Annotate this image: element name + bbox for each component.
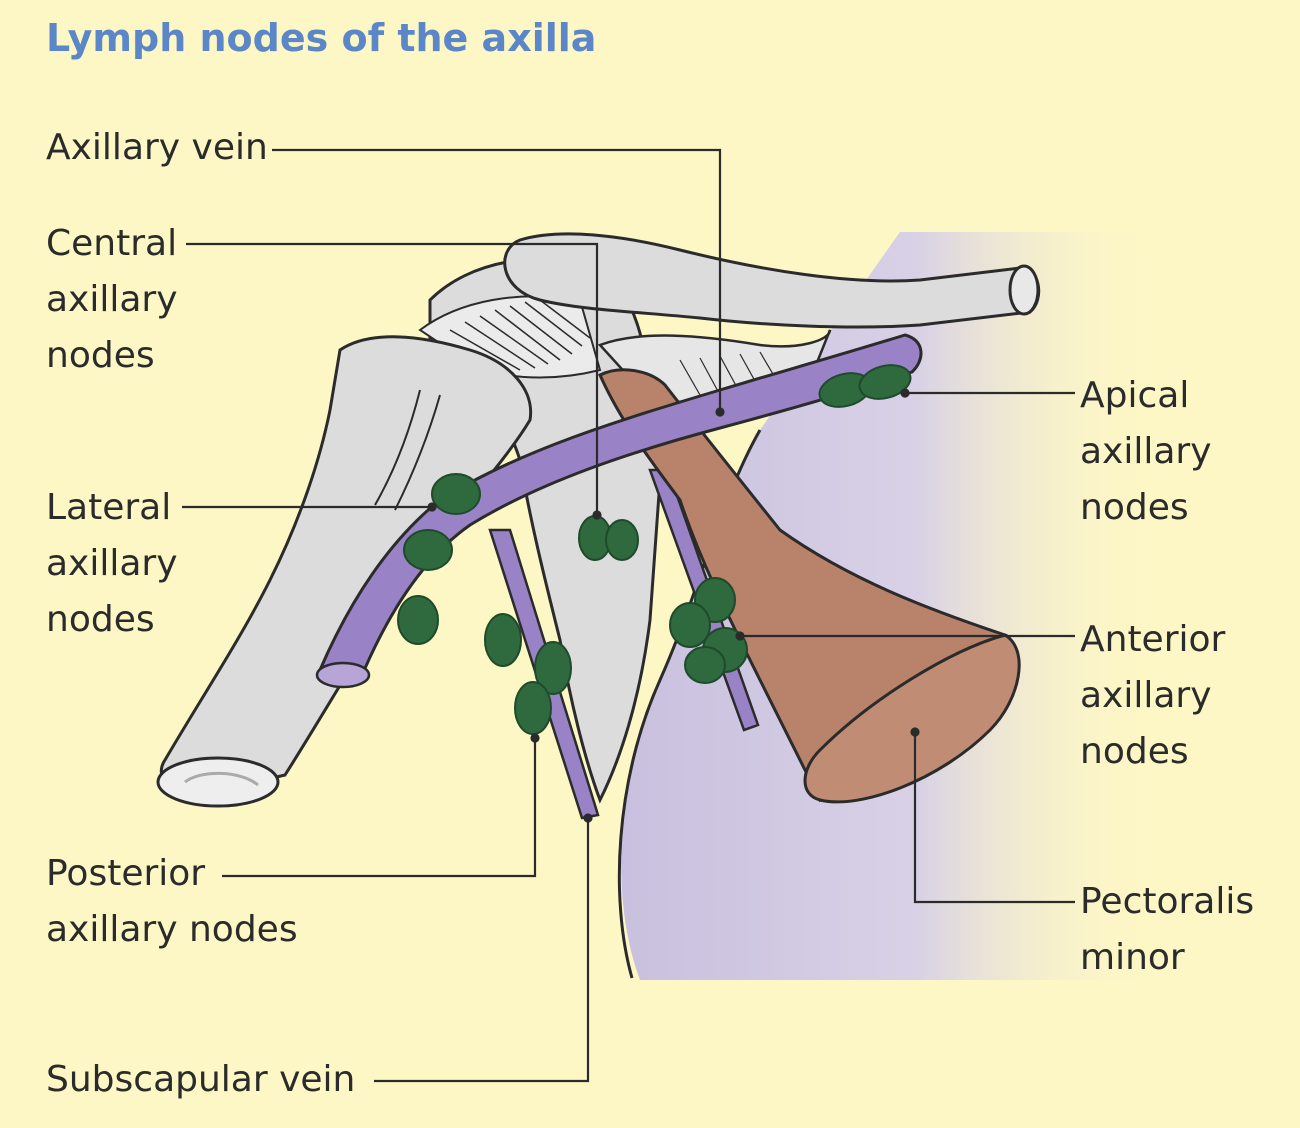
label-lateral-axillary-nodes: Lateral axillary nodes xyxy=(46,487,178,640)
leader-subscapular-vein xyxy=(374,818,590,1083)
humerus-shading xyxy=(374,389,441,511)
diagram-title: Lymph nodes of the axilla xyxy=(46,16,597,60)
leader-central-nodes xyxy=(186,242,599,515)
humerus-marrow xyxy=(184,771,259,787)
lymph-nodes xyxy=(397,364,912,735)
label-central-axillary-nodes: Central axillary nodes xyxy=(46,223,178,376)
node-posterior xyxy=(534,641,572,695)
humerus-cut-end xyxy=(156,756,280,808)
node-lateral xyxy=(431,473,481,515)
label-pectoralis-minor: Pectoralis minor xyxy=(1080,881,1255,978)
clavicle xyxy=(503,232,1041,329)
node-anterior xyxy=(669,602,711,648)
node-anterior xyxy=(684,646,726,684)
node-posterior xyxy=(484,613,522,667)
clavicle-end xyxy=(1008,264,1040,316)
humerus xyxy=(159,335,533,802)
node-central xyxy=(605,519,639,561)
pectoralis-cut-face xyxy=(803,633,1021,804)
label-axillary-vein: Axillary vein xyxy=(46,127,268,168)
leader-posterior-nodes xyxy=(222,738,537,878)
node-apical xyxy=(858,364,912,400)
axillary-vein-end xyxy=(315,661,371,689)
leader-lines xyxy=(182,148,1075,1083)
label-apical-axillary-nodes: Apical axillary nodes xyxy=(1080,375,1212,528)
label-anterior-axillary-nodes: Anterior axillary nodes xyxy=(1080,619,1226,772)
leader-pectoralis-minor xyxy=(913,732,1075,904)
joint-hatching xyxy=(449,299,591,371)
label-subscapular-vein: Subscapular vein xyxy=(46,1059,356,1100)
node-lateral xyxy=(403,529,453,571)
node-posterior xyxy=(514,681,552,735)
node-lateral xyxy=(397,595,439,645)
leader-axillary-vein xyxy=(272,148,722,412)
label-posterior-axillary-nodes: Posterior axillary nodes xyxy=(46,853,298,950)
